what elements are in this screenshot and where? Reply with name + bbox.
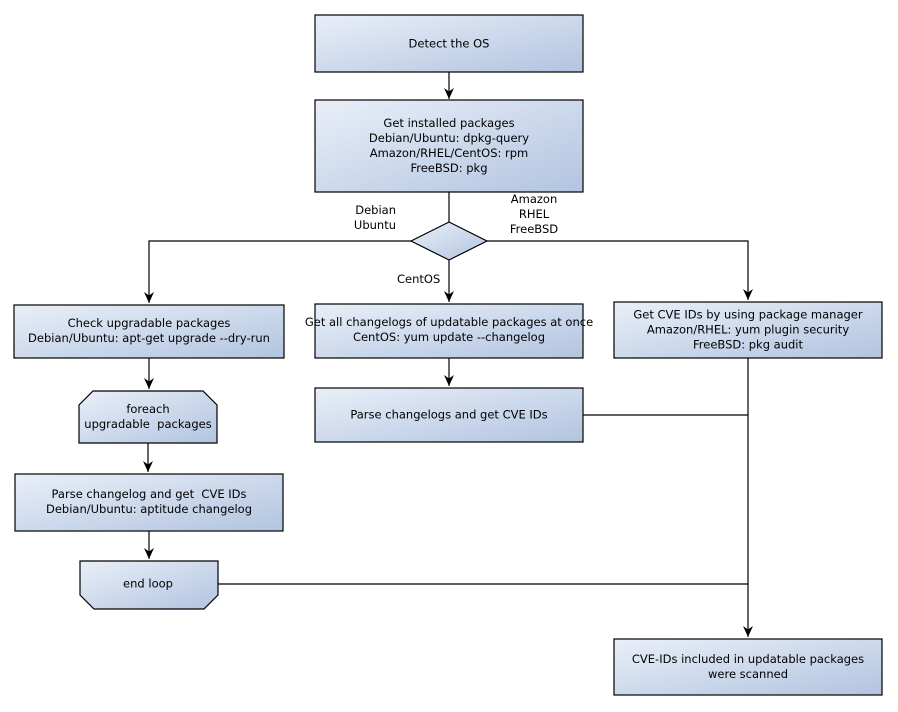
node-parse-changelogs-centos — [314, 387, 584, 443]
node-get-changelogs-centos — [314, 303, 584, 359]
edge-decision-to-get-cve-ids — [487, 240, 753, 300]
node-get-installed-packages — [314, 99, 584, 193]
loop-end — [79, 560, 219, 610]
edge-decision-to-check-upgradable — [144, 240, 411, 303]
node-cve-ids-scanned — [613, 638, 883, 696]
node-parse-changelog-debian — [14, 473, 284, 532]
decision-os-type — [409, 221, 489, 261]
node-get-cve-ids-package-manager — [613, 301, 883, 359]
loop-start-foreach — [78, 390, 218, 444]
node-detect-os — [314, 14, 584, 73]
node-check-upgradable-packages — [13, 304, 285, 359]
